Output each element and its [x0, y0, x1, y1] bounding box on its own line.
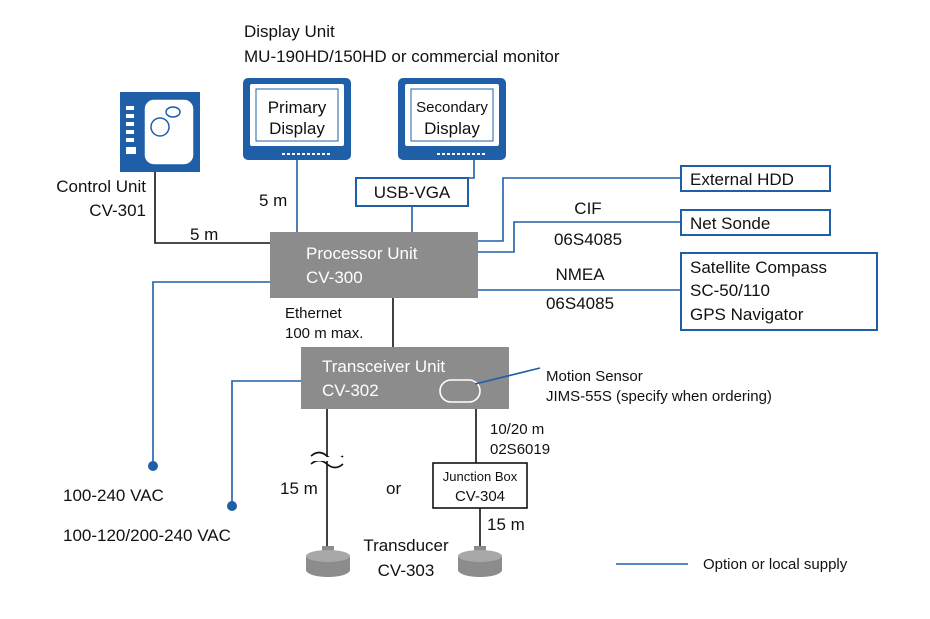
external-hdd-box [680, 165, 831, 192]
transducer-right-icon [458, 546, 502, 577]
nmea-label: NMEA [555, 265, 605, 284]
control-cable-length: 5 m [190, 225, 218, 244]
primary-display-line1: Primary [268, 98, 327, 117]
net-sonde-box [680, 209, 831, 236]
external-hdd-cable [478, 177, 681, 242]
motion-sensor-slot-icon [439, 379, 481, 403]
net-sonde-label: Net Sonde [690, 214, 770, 233]
processor-unit-label: Processor Unit [306, 244, 418, 263]
transceiver-power-plug-icon [227, 501, 237, 511]
nmea-cable-label: 06S4085 [546, 294, 614, 313]
primary-display-line2: Display [269, 119, 325, 138]
transducer-left-icon [306, 546, 350, 577]
junction-cable-model: 02S6019 [490, 441, 550, 458]
processor-power-cable [152, 281, 270, 464]
transceiver-unit-model: CV-302 [322, 381, 379, 400]
control-unit-model: CV-301 [89, 201, 146, 220]
transducer-model: CV-303 [378, 561, 435, 580]
secondary-display-line2: Display [424, 119, 480, 138]
junction-box [432, 462, 528, 509]
cif-cable-label: 06S4085 [554, 230, 622, 249]
motion-sensor-label: Motion Sensor [546, 368, 643, 385]
ethernet-label: Ethernet [285, 305, 343, 322]
display-unit-title: Display Unit [244, 22, 335, 41]
display-unit-model: MU-190HD/150HD or commercial monitor [244, 47, 560, 66]
transceiver-power-label: 100-120/200-240 VAC [63, 526, 231, 545]
legend-label: Option or local supply [703, 556, 848, 573]
control-unit-label: Control Unit [56, 177, 146, 196]
external-hdd-label: External HDD [690, 170, 794, 189]
processor-power-label: 100-240 VAC [63, 486, 164, 505]
cif-label: CIF [574, 199, 601, 218]
control-unit-icon [120, 92, 200, 172]
control-unit-cable [154, 172, 270, 244]
motion-sensor-model: JIMS-55S (specify when ordering) [546, 388, 772, 405]
satellite-compass-box [680, 252, 878, 331]
usb-vga-label: USB-VGA [374, 183, 451, 202]
satellite-compass-line1: Satellite Compass [690, 258, 827, 277]
processor-power-plug-icon [148, 461, 158, 471]
primary-display-monitor: Primary Display [243, 78, 351, 160]
transceiver-unit-box [301, 347, 509, 409]
secondary-display-cable [468, 160, 475, 179]
satellite-compass-line3: GPS Navigator [690, 305, 804, 324]
secondary-display-monitor: Secondary Display [398, 78, 506, 160]
processor-unit-box [270, 232, 478, 298]
transducer-length-right: 15 m [487, 515, 525, 534]
junction-box-model: CV-304 [455, 488, 505, 505]
display-cable-length: 5 m [259, 191, 287, 210]
motion-sensor-leader [474, 367, 541, 385]
processor-unit-model: CV-300 [306, 268, 363, 287]
transducer-label: Transducer [363, 536, 449, 555]
junction-box-label: Junction Box [443, 469, 518, 484]
transducer-length-left: 15 m [280, 479, 318, 498]
transceiver-unit-label: Transceiver Unit [322, 357, 445, 376]
transceiver-power-cable [231, 380, 301, 503]
ethernet-length-label: 100 m max. [285, 325, 363, 342]
junction-cable-length: 10/20 m [490, 421, 544, 438]
satellite-compass-line2: SC-50/110 [690, 281, 770, 300]
secondary-display-line1: Secondary [416, 99, 488, 116]
or-label: or [386, 479, 401, 498]
net-sonde-cable [478, 221, 681, 253]
